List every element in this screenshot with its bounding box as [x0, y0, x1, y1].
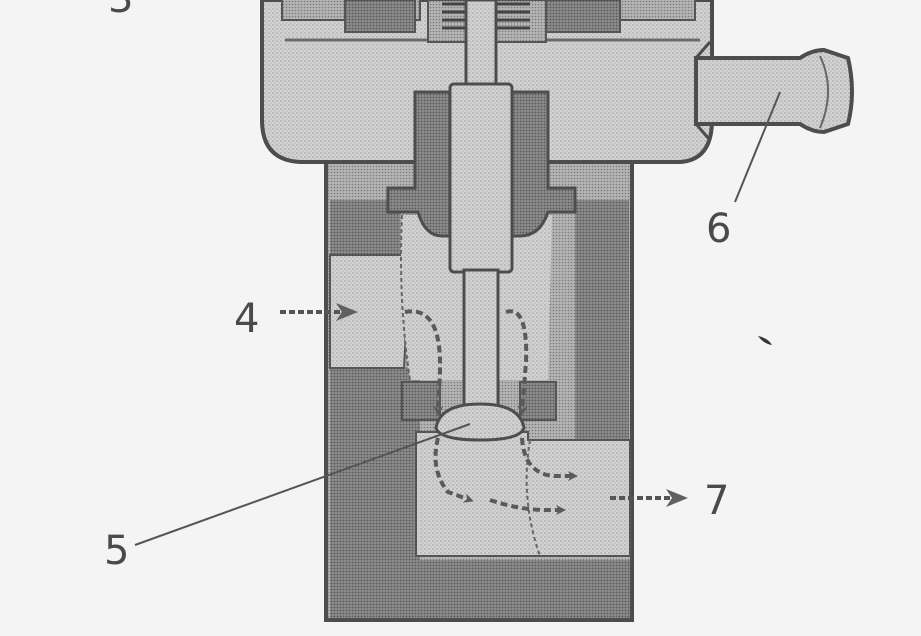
- stray-mark: [758, 336, 772, 345]
- callout-5: 5: [104, 528, 129, 574]
- regulator-housing: [260, 0, 714, 164]
- callout-6: 6: [706, 206, 731, 252]
- ball-valve: [434, 402, 526, 442]
- flow-arrows: [404, 309, 578, 515]
- leader-line-6: [734, 91, 781, 203]
- callout-3: 3: [108, 0, 133, 22]
- hose-nozzle: [694, 41, 854, 141]
- callout-7: 7: [704, 478, 729, 524]
- valve-seat: [401, 381, 557, 421]
- callout-4: 4: [234, 296, 259, 342]
- leader-line-5: [134, 423, 471, 546]
